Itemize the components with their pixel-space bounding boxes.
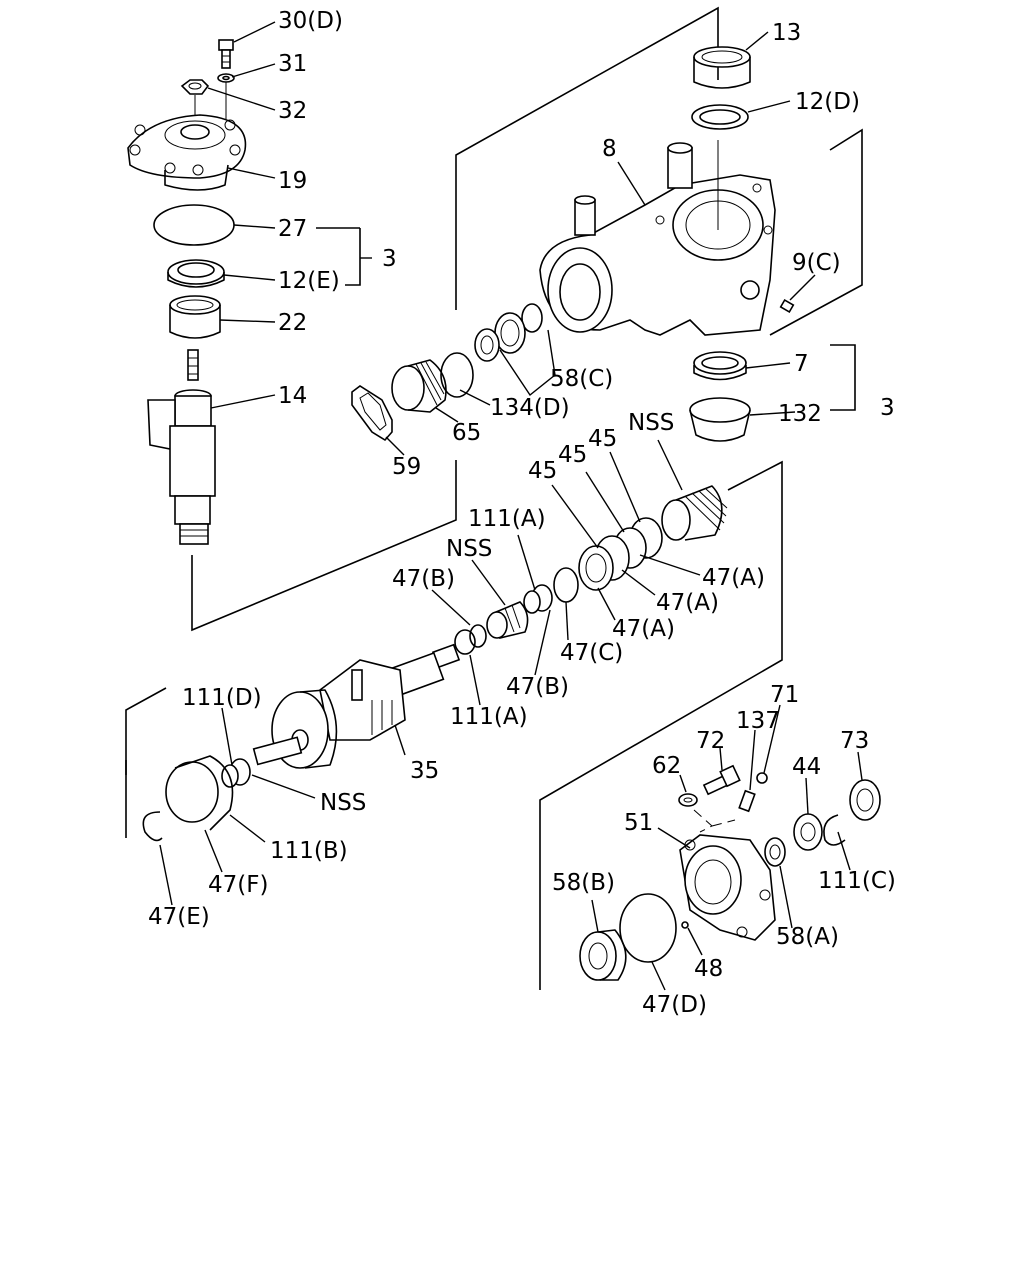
part-labels: 30(D) 31 32 19 27 3 12(E) 22 14 13 12(D)… [148, 8, 896, 1018]
piston-nut-nss [661, 485, 728, 541]
cover-19 [127, 114, 247, 191]
shaft-14 [147, 349, 216, 545]
oring-47c [553, 567, 579, 603]
label-12e: 12(E) [278, 268, 340, 294]
seal-58b [579, 929, 627, 981]
oring-47d [619, 893, 677, 963]
label-58b: 58(B) [552, 870, 615, 896]
label-44: 44 [792, 754, 821, 780]
leader-lines [159, 21, 863, 991]
label-45-c: 45 [528, 458, 557, 484]
ring-47e [142, 811, 163, 842]
ball-guide-nss [486, 601, 529, 639]
label-111d: 111(D) [182, 685, 262, 711]
label-35: 35 [410, 758, 439, 784]
ring-47b [469, 624, 487, 648]
label-47e: 47(E) [148, 904, 210, 930]
seal-7 [693, 351, 747, 381]
label-8: 8 [602, 136, 617, 162]
label-27: 27 [278, 216, 307, 242]
seal-12e [167, 259, 225, 288]
label-71: 71 [770, 682, 799, 708]
label-47c: 47(C) [560, 640, 623, 666]
valve-housing-51 [679, 834, 776, 941]
label-48: 48 [694, 956, 723, 982]
label-132: 132 [778, 401, 822, 427]
bearing-22 [169, 295, 221, 339]
ring-132 [689, 397, 751, 442]
label-111c: 111(C) [818, 868, 896, 894]
snap-ring-111c [823, 814, 846, 846]
oring-27 [153, 204, 235, 246]
assembly-frame-lines [125, 6, 863, 990]
label-nss-3: NSS [320, 790, 366, 816]
housing-8 [539, 142, 776, 336]
worm-shaft-35 [252, 643, 461, 769]
bearing-13 [693, 46, 751, 89]
screw-137 [738, 789, 756, 813]
label-31: 31 [278, 51, 307, 77]
label-45-a: 45 [588, 426, 617, 452]
seal-12d [691, 104, 749, 130]
ball-71 [756, 772, 768, 784]
label-14: 14 [278, 383, 307, 409]
label-3b: 3 [880, 395, 895, 421]
washer-31 [217, 73, 235, 83]
label-111b: 111(B) [270, 838, 348, 864]
label-45-b: 45 [558, 442, 587, 468]
label-134d: 134(D) [490, 395, 570, 421]
label-73: 73 [840, 728, 869, 754]
label-nss-1: NSS [628, 410, 674, 436]
bearing-58a [764, 837, 786, 867]
label-32: 32 [278, 98, 307, 124]
label-22: 22 [278, 310, 307, 336]
screw-9c [779, 298, 795, 314]
nut-65 [391, 359, 447, 413]
label-47a-3: 47(A) [612, 616, 675, 642]
label-3a: 3 [382, 246, 397, 272]
washer-62 [678, 793, 698, 807]
ring-111d [221, 758, 251, 788]
label-47b-2: 47(B) [506, 674, 569, 700]
ring-111a-lower [454, 629, 476, 655]
label-111a-1: 111(A) [468, 506, 546, 532]
label-59: 59 [392, 454, 421, 480]
seal-73 [849, 779, 881, 821]
label-137: 137 [736, 708, 780, 734]
seal-47f [165, 755, 234, 831]
label-47f: 47(F) [208, 872, 268, 898]
seal-rings-45 [578, 517, 663, 591]
label-47d: 47(D) [642, 992, 707, 1018]
label-62: 62 [652, 753, 681, 779]
ball-48 [681, 921, 689, 929]
label-13: 13 [772, 20, 801, 46]
label-111a-2: 111(A) [450, 704, 528, 730]
label-47b-1: 47(B) [392, 566, 455, 592]
label-12d: 12(D) [795, 89, 860, 115]
bearing-44 [793, 813, 823, 851]
label-58c: 58(C) [550, 366, 613, 392]
label-47a-2: 47(A) [656, 590, 719, 616]
label-51: 51 [624, 810, 653, 836]
locknut-59 [351, 385, 393, 442]
nut-32 [180, 79, 210, 95]
label-9c: 9(C) [792, 250, 841, 276]
bolt-72 [702, 764, 741, 796]
label-58a: 58(A) [776, 924, 839, 950]
label-72: 72 [696, 728, 725, 754]
oring-134d [440, 352, 474, 398]
label-nss-2: NSS [446, 536, 492, 562]
label-19: 19 [278, 168, 307, 194]
ring-111a-upper [523, 584, 553, 614]
plug-58c [474, 303, 543, 362]
label-7: 7 [794, 351, 809, 377]
bolt-30d [218, 39, 234, 69]
label-65: 65 [452, 420, 481, 446]
label-30d: 30(D) [278, 8, 343, 34]
label-47a-1: 47(A) [702, 565, 765, 591]
